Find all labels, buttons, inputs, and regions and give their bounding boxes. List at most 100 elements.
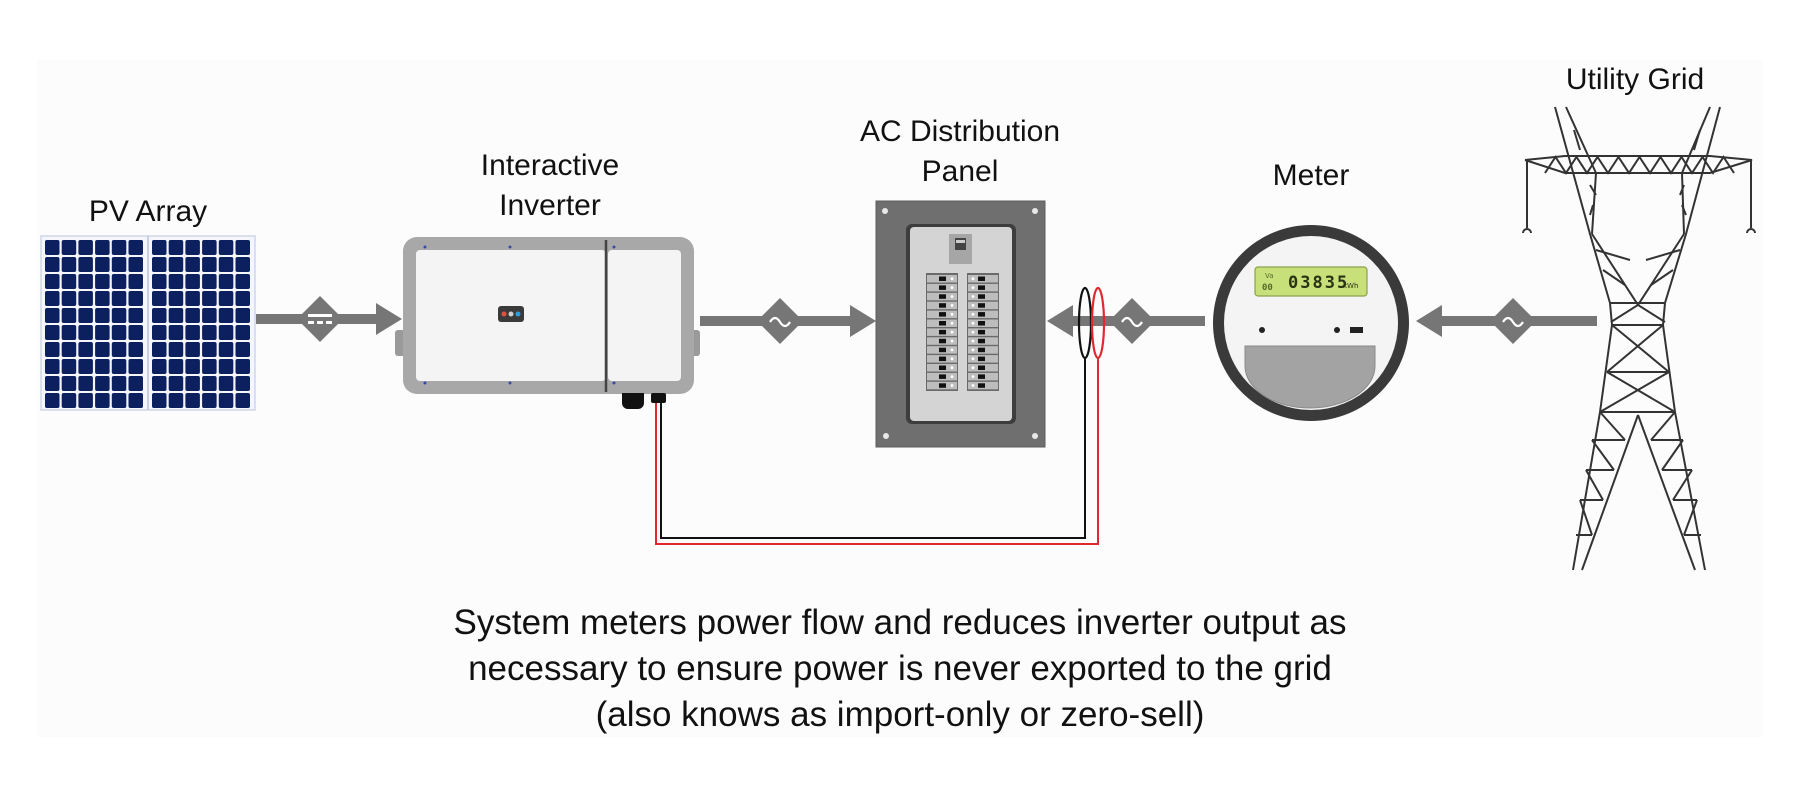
pv-cell: [168, 240, 184, 255]
pv-cell: [61, 308, 77, 323]
pv-cell: [128, 393, 143, 408]
pv-cell: [45, 274, 60, 289]
meter-reading: 03835: [1288, 273, 1349, 293]
ac-distribution-panel: [875, 200, 1046, 448]
inverter-cable-gland-1: [622, 393, 644, 409]
pv-cell: [61, 342, 77, 357]
breaker-icon: [927, 355, 957, 363]
inverter-cable-gland-2: [651, 393, 666, 403]
dc-symbol-icon: [297, 296, 343, 342]
meter-indicator-right: [1334, 327, 1340, 333]
pv-cell: [78, 257, 93, 272]
pv-cell: [111, 240, 127, 255]
inverter-label-line2: Inverter: [499, 189, 601, 222]
pv-cell: [128, 308, 143, 323]
breaker-icon: [968, 355, 998, 363]
pv-cell: [152, 376, 167, 391]
pv-cell: [95, 274, 110, 289]
pv-cell: [202, 376, 217, 391]
pv-cell: [235, 376, 250, 391]
pv-cell: [218, 257, 234, 272]
pv-cell: [185, 342, 200, 357]
pv-cell: [111, 257, 127, 272]
inverter-status-leds-icon: [498, 306, 524, 322]
ac-panel-label-line2: Panel: [921, 155, 999, 188]
pv-cell: [61, 325, 77, 340]
breaker-icon: [968, 364, 998, 372]
pv-cell: [235, 325, 250, 340]
caption-line-2: necessary to ensure power is never expor…: [468, 649, 1332, 688]
pv-cell: [152, 291, 167, 306]
pv-cell: [185, 393, 200, 408]
meter-indicator-left: [1259, 327, 1265, 333]
breaker-icon: [927, 364, 957, 372]
breaker-icon: [927, 310, 957, 319]
pv-cell: [202, 274, 217, 289]
main-breaker-icon: [949, 234, 972, 264]
pv-cell: [45, 342, 60, 357]
pv-cell: [202, 257, 217, 272]
pv-cell: [202, 342, 217, 357]
pv-cell: [235, 240, 250, 255]
breaker-icon: [927, 372, 957, 381]
pv-cell: [111, 308, 127, 323]
pv-cell: [95, 325, 110, 340]
pv-cell: [78, 291, 93, 306]
pv-cell: [235, 359, 250, 374]
ct-wire-black: [660, 358, 1086, 539]
pv-cell: [235, 257, 250, 272]
pv-cell: [185, 274, 200, 289]
pv-cell: [95, 359, 110, 374]
pv-cell: [61, 291, 77, 306]
pv-cell: [61, 376, 77, 391]
meter-lcd-sub: 00: [1262, 283, 1273, 293]
pv-cell: [235, 274, 250, 289]
pv-cell: [218, 240, 234, 255]
pv-cell: [128, 274, 143, 289]
pv-cell: [202, 308, 217, 323]
breaker-icon: [927, 275, 957, 283]
breaker-icon: [968, 319, 998, 327]
pv-cell: [218, 274, 234, 289]
breaker-icon: [968, 310, 998, 319]
breaker-rows: [926, 273, 999, 391]
pv-cell: [202, 240, 217, 255]
pv-cell: [218, 291, 234, 306]
pv-cell: [152, 257, 167, 272]
pv-cell: [235, 308, 250, 323]
utility-meter: Va 00 03835 kWh: [1213, 225, 1409, 421]
meter-label: Meter: [1272, 159, 1350, 192]
breaker-icon: [968, 283, 998, 292]
breaker-icon: [968, 292, 998, 301]
ac-symbol-icon: [757, 298, 803, 344]
pv-cell: [218, 308, 234, 323]
breaker-icon: [968, 346, 998, 354]
pv-cell: [61, 393, 77, 408]
inverter-to-panel-connection: [700, 298, 876, 344]
breaker-icon: [927, 328, 957, 336]
meter-to-panel-connection: [1047, 286, 1205, 360]
pv-cell: [128, 376, 143, 391]
breaker-icon: [968, 275, 998, 283]
ct-wire-red: [655, 358, 1099, 545]
breaker-icon: [968, 328, 998, 336]
pv-cell: [111, 376, 127, 391]
pv-cell: [168, 257, 184, 272]
meter-lcd: [1254, 266, 1368, 297]
pv-cell: [111, 359, 127, 374]
meter-unit: kWh: [1343, 282, 1358, 290]
pv-cell: [78, 342, 93, 357]
pv-cell: [61, 359, 77, 374]
grid-to-meter-connection: [1416, 298, 1597, 344]
ac-arrowhead-icon: [850, 305, 876, 337]
ct-signal-wires: [655, 358, 1099, 545]
pv-cell: [218, 325, 234, 340]
utility-grid-label: Utility Grid: [1565, 63, 1705, 96]
pv-cell: [152, 240, 167, 255]
pv-cell: [218, 342, 234, 357]
pv-cell: [185, 359, 200, 374]
pv-cell: [218, 393, 234, 408]
pv-cell: [95, 240, 110, 255]
pv-cell: [111, 325, 127, 340]
